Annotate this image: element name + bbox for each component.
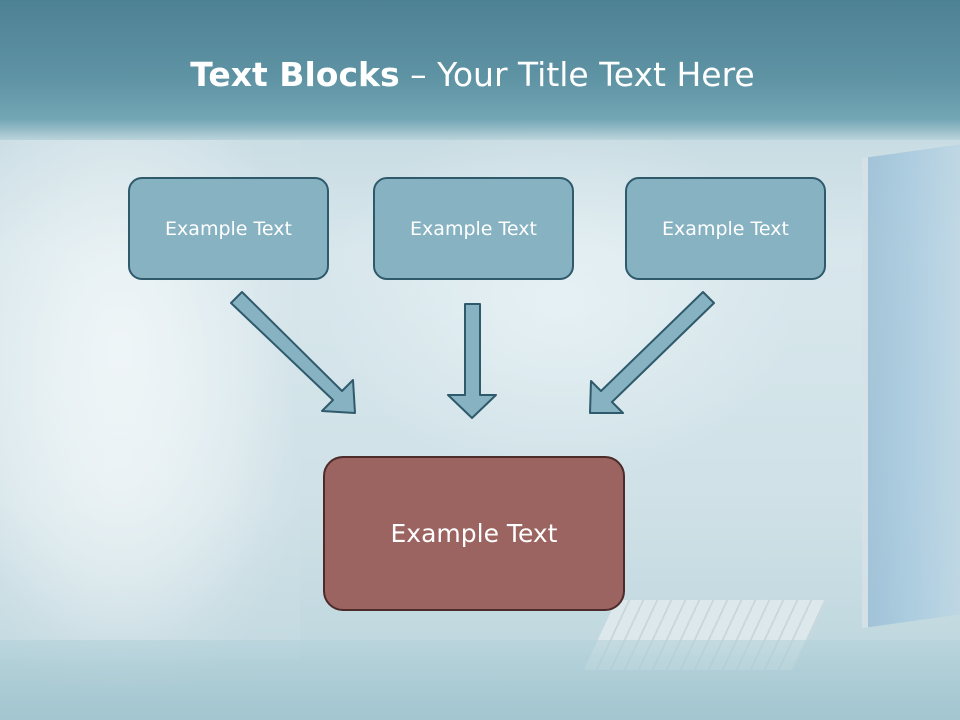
arrow-down-left-icon — [589, 291, 715, 414]
main-text-block-label: Example Text — [390, 519, 558, 548]
slide-title[interactable]: Text Blocks – Your Title Text Here — [0, 55, 945, 94]
text-block-3[interactable]: Example Text — [625, 177, 826, 280]
title-rest: Your Title Text Here — [437, 55, 755, 94]
title-separator: – — [399, 55, 438, 94]
text-block-1[interactable]: Example Text — [128, 177, 329, 280]
arrow-down-icon — [447, 303, 497, 419]
text-block-3-label: Example Text — [662, 217, 789, 240]
desk — [0, 640, 960, 720]
header-band — [0, 0, 960, 140]
text-block-2[interactable]: Example Text — [373, 177, 574, 280]
main-text-block[interactable]: Example Text — [323, 456, 625, 611]
title-bold: Text Blocks — [190, 55, 400, 94]
text-block-2-label: Example Text — [410, 217, 537, 240]
arrow-down-right-icon — [230, 291, 356, 414]
text-block-1-label: Example Text — [165, 217, 292, 240]
